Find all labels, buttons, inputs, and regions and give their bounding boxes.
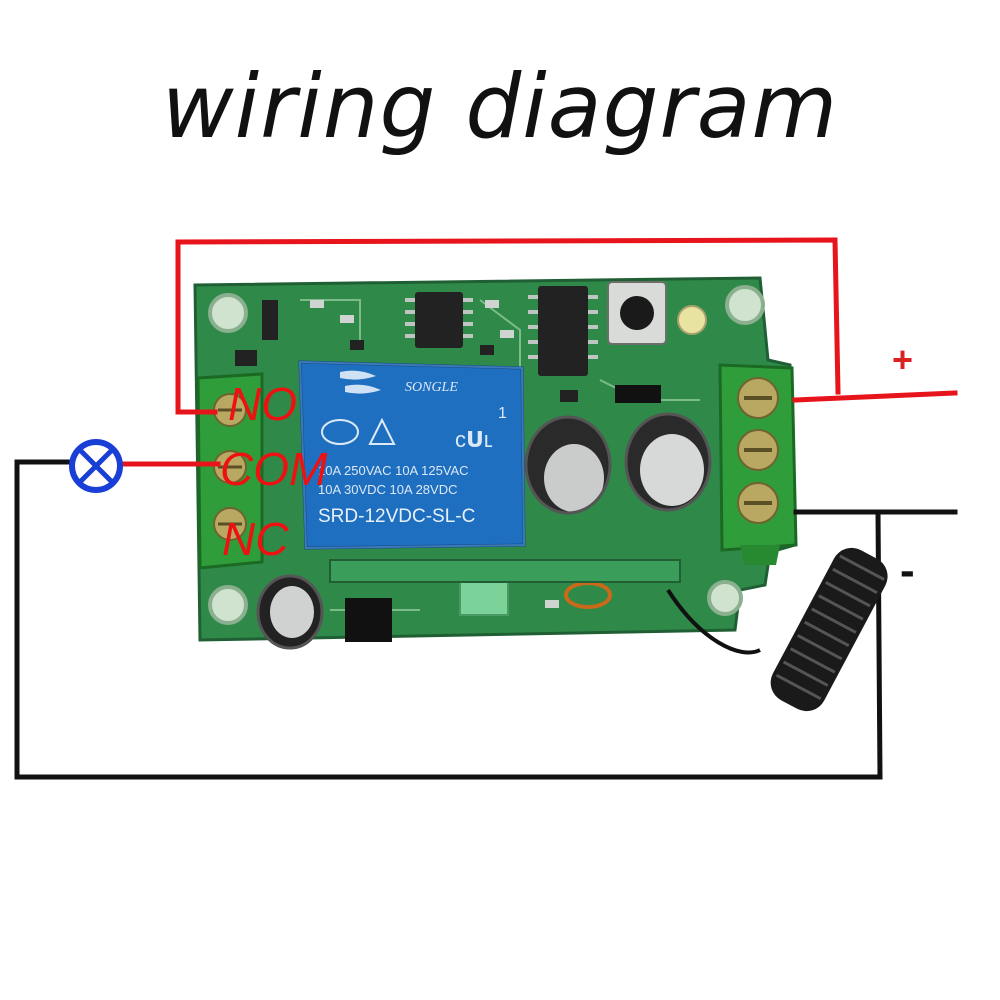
status-led <box>677 305 707 335</box>
terminal-screw <box>213 393 247 427</box>
lamp-icon <box>69 439 123 493</box>
terminal-screw <box>737 377 779 419</box>
transistor-chip <box>262 300 278 340</box>
warning-triangle-icon <box>368 417 396 445</box>
page-title: wiring diagram <box>161 55 839 158</box>
terminal-label-no: NO <box>228 378 297 430</box>
capacitor <box>624 412 712 512</box>
terminal-screw <box>213 507 247 541</box>
relay-rating-2: 10A 30VDC 10A 28VDC <box>318 482 457 497</box>
ic-chip <box>538 286 588 376</box>
spring-antenna-icon <box>770 547 888 712</box>
songle-logo-icon <box>340 370 381 394</box>
ic-chip <box>415 292 463 348</box>
rf-module <box>329 559 681 583</box>
relay-rating-1: 10A 250VAC 10A 125VAC <box>318 463 469 478</box>
positive-wire <box>175 237 841 415</box>
capacitor <box>524 415 612 515</box>
mounting-hole <box>208 293 248 333</box>
capacitor <box>256 574 324 650</box>
terminal-screw <box>737 482 779 524</box>
mounting-hole <box>707 580 743 616</box>
relay-mark: 1 <box>498 405 507 422</box>
relay-model: SRD-12VDC-SL-C <box>318 506 475 527</box>
terminal-screw <box>737 429 779 471</box>
output-terminal-block <box>196 372 264 570</box>
positive-label: + <box>892 339 913 380</box>
transistor <box>345 598 392 642</box>
terminal-label-com: COM <box>220 443 328 495</box>
terminal-label-nc: NC <box>222 513 289 565</box>
negative-return-wire <box>14 459 883 780</box>
power-terminal-block <box>718 363 798 565</box>
relay-brand: SONGLE <box>405 380 458 395</box>
terminal-screw <box>213 450 247 484</box>
relay: SONGLE ᴄ𝗨ʟ 1 10A 250VAC 10A 125VAC 10A 3… <box>298 360 526 550</box>
mounting-hole <box>725 285 765 325</box>
learn-push-button <box>607 281 667 345</box>
mounting-hole <box>208 585 248 625</box>
cqc-mark-icon <box>321 419 359 445</box>
antenna-lead <box>666 588 761 655</box>
positive-supply-wire <box>792 390 958 403</box>
negative-label: - <box>900 546 915 595</box>
jumper <box>615 385 661 403</box>
ul-mark-icon: ᴄ𝗨ʟ <box>455 427 493 452</box>
